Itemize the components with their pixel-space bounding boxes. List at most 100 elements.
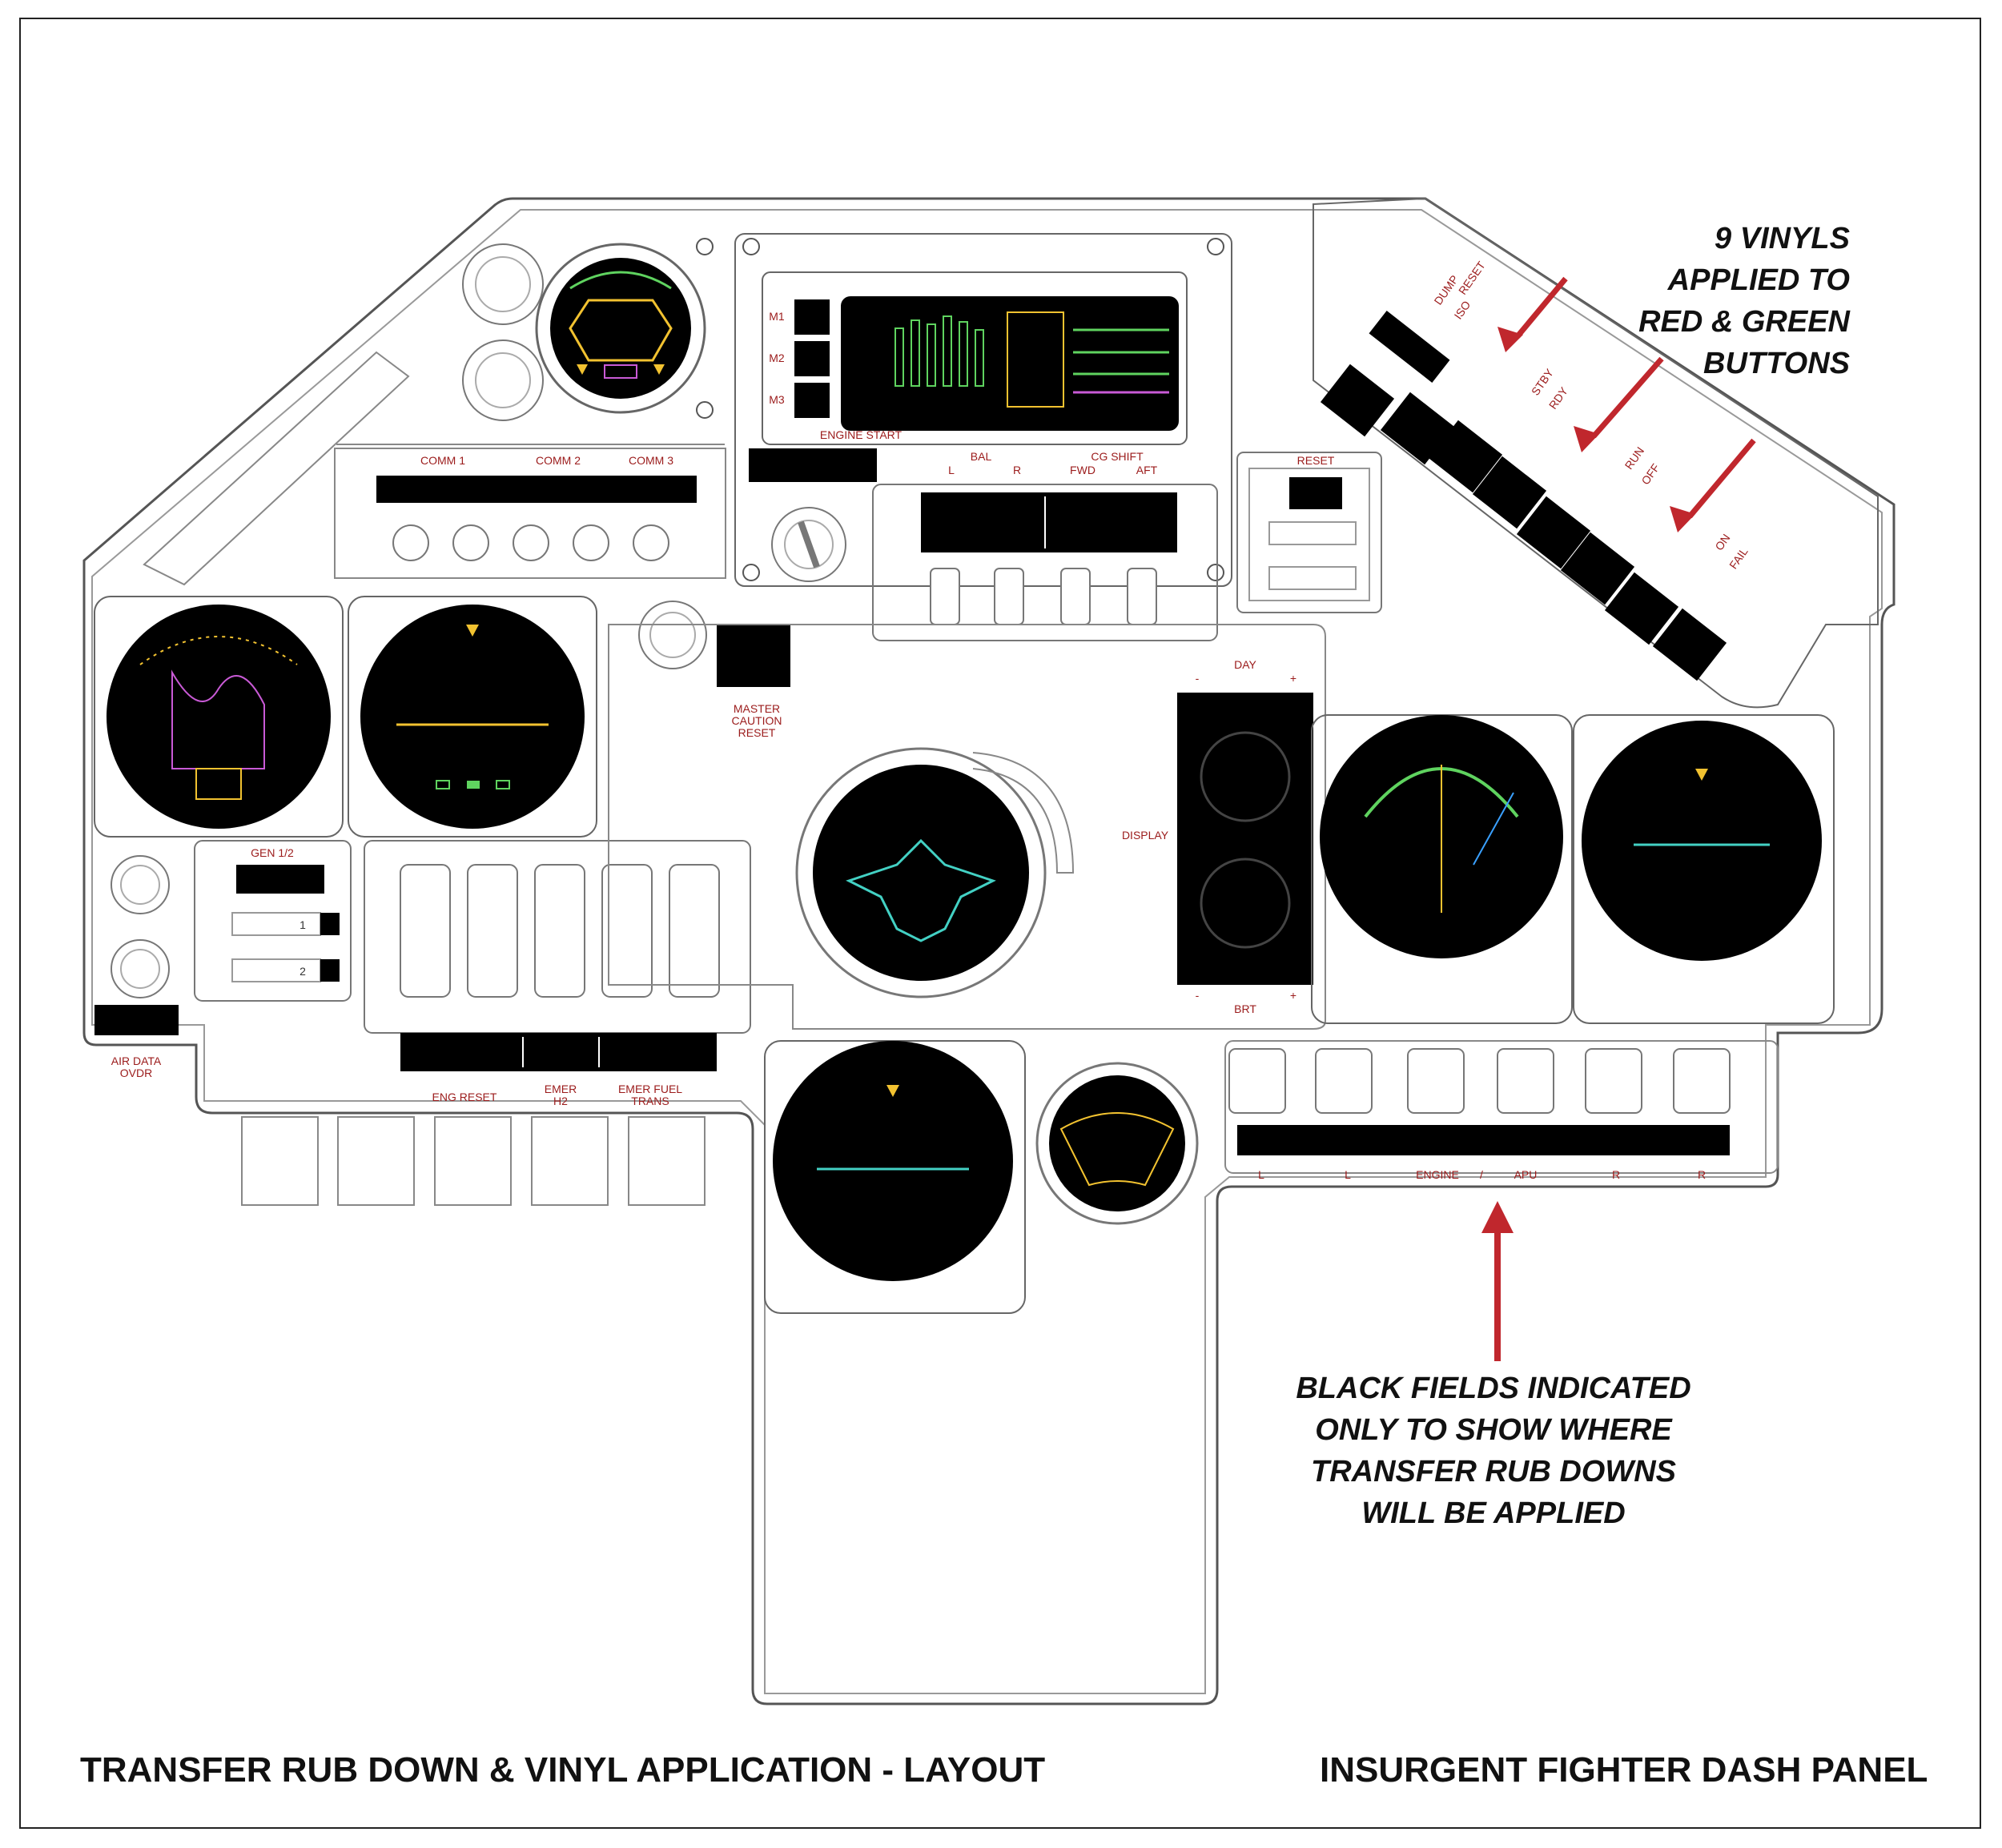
label-bal: BAL <box>971 450 992 463</box>
label-day-minus: - <box>1196 672 1200 685</box>
lower-guards[interactable] <box>241 1116 706 1206</box>
eng-reset-black-field <box>400 1033 717 1071</box>
reset-slot-2 <box>1268 566 1357 590</box>
gen-slot-2-black[interactable] <box>320 959 340 982</box>
vinyls-note-line-3: RED & GREEN <box>1638 305 1850 339</box>
toggle-guards[interactable] <box>400 864 720 998</box>
gauge-2-screen <box>360 605 585 829</box>
screw <box>696 401 714 419</box>
screw <box>1207 238 1224 255</box>
center-bracket <box>608 624 1326 1030</box>
gen-slot-1 <box>231 912 321 936</box>
label-iso: ISO <box>1451 299 1473 322</box>
comm-knob-3[interactable] <box>513 524 549 561</box>
display-knob-day[interactable] <box>1200 731 1291 822</box>
label-reset-small: RESET <box>1456 259 1488 297</box>
label-switch-apu: APU <box>1514 1168 1538 1181</box>
comm-knob-2[interactable] <box>452 524 489 561</box>
knob-upper-left[interactable] <box>462 243 544 325</box>
m-button-1-field[interactable] <box>794 299 830 335</box>
left-knob-2[interactable] <box>111 939 170 998</box>
gen-module <box>194 840 352 1002</box>
comm-knob-4[interactable] <box>573 524 609 561</box>
label-brt: BRT <box>1234 1002 1256 1015</box>
screw <box>742 564 760 581</box>
right-gauge-1-blue <box>1473 792 1514 866</box>
gen-slot-1-black[interactable] <box>320 913 340 935</box>
gauge-2-green-box-3 <box>496 780 510 789</box>
reset-black-field[interactable] <box>1289 477 1342 509</box>
label-master: MASTER <box>734 702 780 715</box>
label-brt-plus: + <box>1290 989 1296 1002</box>
left-gauge-2-housing <box>348 596 597 838</box>
right-gauge-2-screen <box>1582 721 1822 961</box>
bal-cg-toggles[interactable] <box>930 568 1157 625</box>
comm-knob-1[interactable] <box>392 524 429 561</box>
switch-row-toggles[interactable] <box>1228 1048 1731 1114</box>
left-gauge-1-housing <box>94 596 344 838</box>
label-day: DAY <box>1234 658 1256 671</box>
label-ovdr: OVDR <box>120 1067 152 1079</box>
knob-mid-left-inner <box>475 352 531 408</box>
mfd-readout-box <box>1007 311 1064 408</box>
gen-slot-2 <box>231 958 321 982</box>
mfd-screen <box>841 296 1179 431</box>
label-air-data: AIR DATA <box>111 1055 162 1067</box>
label-m2: M2 <box>769 352 785 364</box>
gauge-attitude-small-screen <box>550 258 691 399</box>
comm-panel <box>334 448 726 579</box>
black-field-arrow <box>1481 1201 1514 1361</box>
master-caution-knob-inner <box>649 612 696 658</box>
gauge-attitude-readout <box>604 364 637 379</box>
label-fwd: FWD <box>1070 464 1095 476</box>
m-button-3-field[interactable] <box>794 383 830 418</box>
left-knob-1[interactable] <box>111 855 170 914</box>
lower-center-gauge-screen <box>773 1041 1013 1281</box>
screw <box>696 238 714 255</box>
gauge-attitude-arrow-left <box>577 364 588 375</box>
label-h2: H2 <box>553 1095 568 1107</box>
reset-module <box>1236 452 1382 613</box>
label-eng-reset: ENG RESET <box>432 1091 497 1103</box>
master-caution-black-field <box>717 625 790 687</box>
label-engine-start: ENGINE START <box>820 428 903 441</box>
switch-row-panel <box>1224 1040 1779 1174</box>
vinyls-note-line-4: BUTTONS <box>1703 347 1850 380</box>
vinyl-buttons[interactable] <box>1320 311 1727 681</box>
label-stby: STBY <box>1529 366 1556 398</box>
comm-knobs <box>392 524 669 561</box>
gauge-2-green-box-2 <box>467 781 480 789</box>
vinyl-arrows <box>1497 276 1756 532</box>
gauge-1-arc <box>139 636 298 665</box>
reset-module-inner <box>1248 468 1370 601</box>
left-knob-1-inner <box>120 865 160 905</box>
label-switch-l2: L <box>1345 1168 1351 1181</box>
left-knob-2-inner <box>120 949 160 989</box>
label-on: ON <box>1712 532 1732 552</box>
m-button-2-field[interactable] <box>794 341 830 376</box>
right-gauge-2-marker <box>1695 769 1708 781</box>
black-fields-note-line-2: ONLY TO SHOW WHERE <box>1315 1413 1672 1447</box>
center-gauge-arm <box>972 752 1075 874</box>
knob-mid-left[interactable] <box>462 339 544 421</box>
label-m1: M1 <box>769 310 785 323</box>
gauge-1-screen <box>107 605 331 829</box>
label-emer-fuel: EMER FUEL <box>618 1083 682 1095</box>
label-reset: RESET <box>1297 454 1335 467</box>
reset-slot-1 <box>1268 521 1357 545</box>
master-caution-knob[interactable] <box>638 601 707 669</box>
lower-center-gauge-housing <box>764 1040 1026 1314</box>
small-gauge-fan <box>1059 1112 1175 1187</box>
gauge-2-green-box-1 <box>436 780 450 789</box>
comm-knob-5[interactable] <box>633 524 669 561</box>
screw <box>1207 564 1224 581</box>
label-caution-reset: RESET <box>738 726 776 739</box>
black-fields-note-line-3: TRANSFER RUB DOWNS <box>1311 1455 1676 1488</box>
bal-cg-module <box>872 484 1218 641</box>
center-upper-module <box>734 233 1232 587</box>
center-gauge-screen <box>813 765 1029 981</box>
engine-start-rotary-pointer <box>798 520 820 568</box>
right-gauge-2-housing <box>1573 714 1835 1024</box>
display-knob-brt[interactable] <box>1200 858 1291 949</box>
gauge-1-box <box>195 768 242 800</box>
